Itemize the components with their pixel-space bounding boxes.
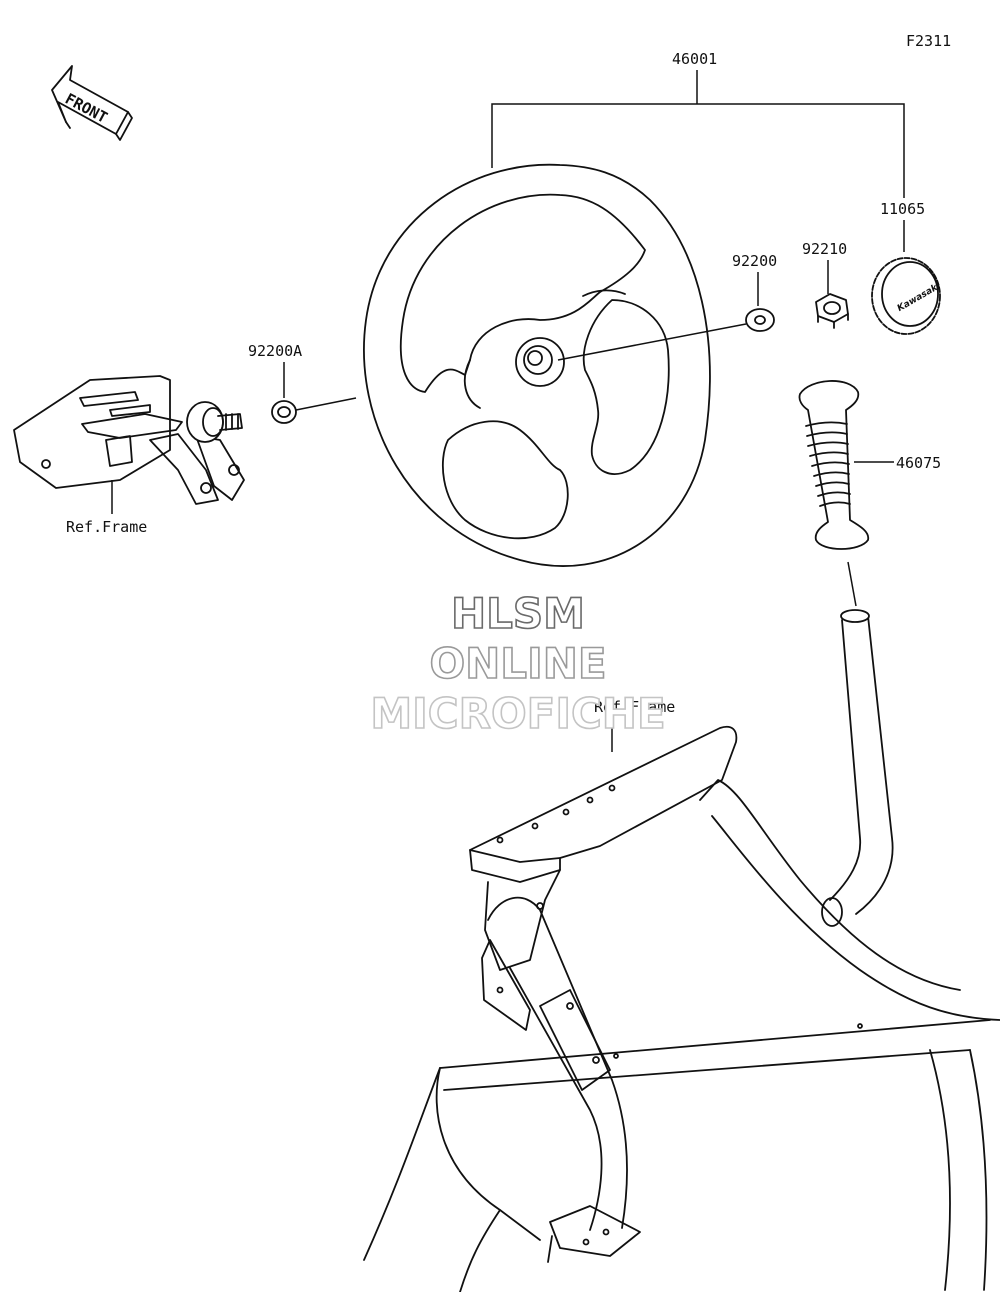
part-number-92200: 92200 (732, 252, 777, 270)
grip-46075: 46075 (798, 380, 941, 607)
watermark-line-3: MICROFICHE (370, 689, 665, 738)
watermark-line-2: ONLINE (429, 639, 606, 688)
leader-92200 (557, 323, 747, 361)
part-number-11065: 11065 (880, 200, 925, 218)
watermark-line-1: HLSM (451, 589, 585, 638)
ref-frame-bottom: Ref.Frame (363, 698, 1000, 1292)
part-number-46001: 46001 (672, 50, 717, 68)
steering-assembly-bracket: 46001 (491, 50, 905, 198)
watermark: HLSM ONLINE MICROFICHE (370, 588, 667, 739)
part-number-46075: 46075 (896, 454, 941, 472)
steering-wheel (363, 163, 711, 567)
front-arrow-icon: FRONT (51, 65, 133, 141)
washer-92200: 92200 (732, 252, 777, 332)
ref-frame-label-left: Ref.Frame (66, 518, 147, 536)
nut-92210: 92210 (802, 240, 849, 329)
part-number-92210: 92210 (802, 240, 847, 258)
washer-92200A: 92200A (248, 342, 357, 424)
ref-frame-label-bottom: Ref.Frame (594, 698, 675, 716)
horn-cap-11065: 11065 Kawasaki (871, 200, 943, 335)
figure-code: F2311 (906, 32, 951, 50)
steering-column (13, 375, 245, 505)
ref-frame-left: Ref.Frame (66, 480, 147, 536)
grab-bar-tube (821, 609, 894, 927)
part-number-92200A: 92200A (248, 342, 302, 360)
